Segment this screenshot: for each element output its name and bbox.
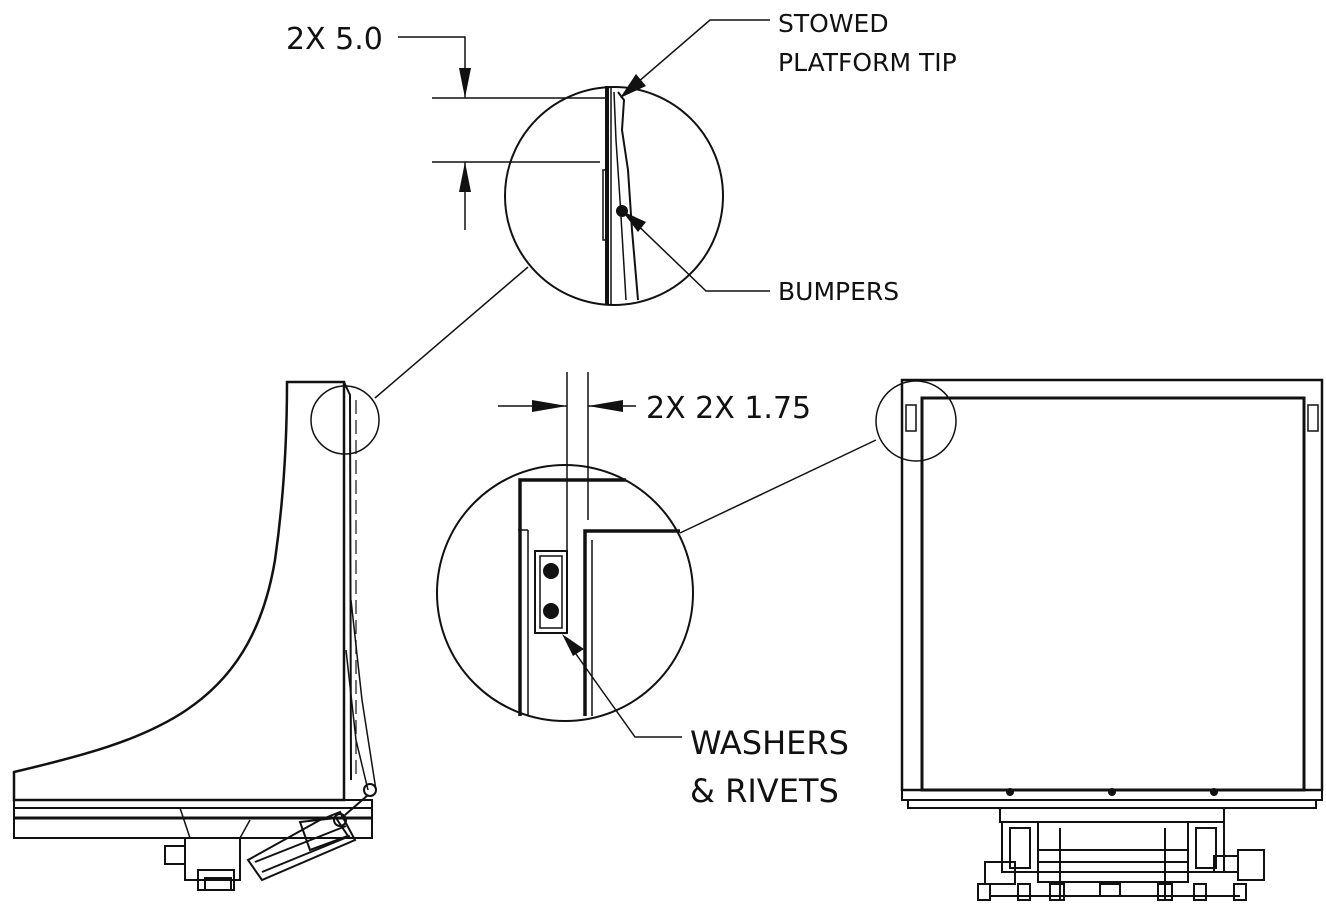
- label-bumpers: BUMPERS: [778, 277, 899, 306]
- detail-callout-corner: [875, 380, 957, 462]
- dimension-5-0: [398, 36, 605, 230]
- detail-washers-rivets: [436, 372, 877, 738]
- leader-washers: [565, 639, 682, 738]
- annotations: 2X 5.0 STOWED PLATFORM TIP BUMPERS 2X 2X…: [286, 9, 957, 810]
- label-rivets: & RIVETS: [690, 772, 839, 810]
- detail-callout-small: [310, 385, 380, 455]
- dimension-label-1-75: 2X 2X 1.75: [646, 391, 811, 426]
- dimension-1-75: [498, 372, 636, 550]
- detail-stowed-platform-tip: [374, 19, 770, 399]
- side-view: [12, 380, 380, 891]
- detail-circle-top: [504, 86, 724, 306]
- front-view: [875, 378, 1324, 901]
- dimension-label-5-0: 2X 5.0: [286, 22, 383, 57]
- label-stowed: STOWED: [778, 9, 889, 38]
- leader-stowed: [622, 19, 770, 96]
- label-platform-tip: PLATFORM TIP: [778, 48, 957, 77]
- undercarriage: [977, 807, 1265, 901]
- leader-bumpers: [625, 213, 770, 292]
- detail-circle-mid: [436, 464, 694, 722]
- label-washers: WASHERS: [690, 724, 849, 762]
